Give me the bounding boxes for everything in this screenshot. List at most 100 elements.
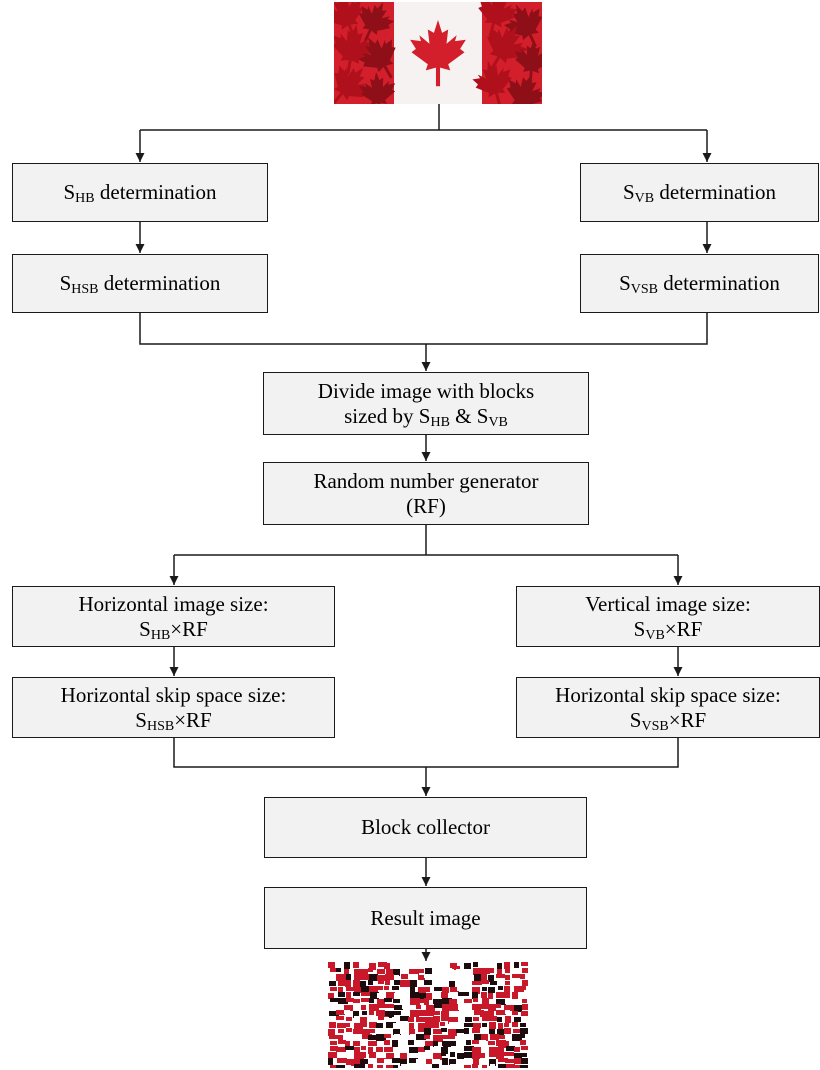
scrambled-block: [466, 975, 476, 979]
scrambled-block: [432, 962, 442, 967]
input-flag-image: [334, 2, 542, 104]
scrambled-block: [329, 981, 336, 986]
scrambled-block: [416, 1017, 425, 1022]
shb-label: SHB determination: [63, 180, 217, 206]
scrambled-block: [433, 999, 443, 1004]
scrambled-block: [328, 993, 334, 999]
scrambled-block: [457, 962, 465, 966]
svb-determination-box: SVB determination: [580, 163, 819, 222]
scrambled-block: [330, 1004, 339, 1009]
scrambled-block: [433, 1022, 439, 1028]
scrambled-block: [409, 1029, 415, 1036]
scrambled-block: [425, 962, 435, 967]
scrambled-block: [449, 999, 457, 1006]
scrambled-block: [481, 992, 487, 998]
scrambled-block: [368, 1029, 375, 1033]
scrambled-block: [448, 1034, 455, 1039]
scrambled-block: [360, 1022, 367, 1027]
scrambled-block: [434, 1011, 440, 1015]
scrambled-block: [338, 1029, 344, 1033]
scrambled-block: [328, 962, 335, 968]
scrambled-block: [410, 1005, 417, 1009]
scrambled-block: [504, 986, 510, 992]
scrambled-block: [498, 1023, 503, 1030]
scrambled-block: [410, 1010, 419, 1017]
scrambled-block: [473, 1023, 481, 1030]
scrambled-block: [360, 981, 366, 988]
scrambled-block: [505, 968, 510, 973]
scrambled-block: [346, 1017, 352, 1021]
scrambled-block: [456, 1059, 464, 1066]
scrambled-block: [480, 1011, 489, 1017]
scrambled-block: [513, 1065, 521, 1068]
scrambled-block: [514, 1005, 522, 1012]
scrambled-block: [346, 1035, 352, 1042]
scrambled-block: [400, 980, 410, 987]
scrambled-block: [442, 1004, 449, 1011]
scrambled-block: [465, 1017, 472, 1022]
scrambled-block: [433, 968, 443, 974]
scrambled-block: [338, 1004, 347, 1010]
side-maple-leaf-icon: [358, 2, 395, 42]
scrambled-block: [449, 981, 455, 987]
scrambled-block: [522, 1004, 528, 1010]
scrambled-block: [418, 975, 425, 980]
scrambled-block: [434, 1004, 443, 1008]
scrambled-block: [400, 1053, 407, 1060]
scrambled-block: [440, 974, 448, 980]
side-maple-leaf-icon: [506, 73, 542, 104]
scrambled-block: [474, 1034, 483, 1040]
side-maple-leaf-icon: [472, 60, 512, 104]
scrambled-block: [506, 1064, 515, 1068]
scrambled-block: [378, 1041, 387, 1045]
scrambled-block: [490, 1034, 499, 1040]
scrambled-block: [457, 987, 467, 991]
scrambled-block: [472, 1052, 480, 1059]
scrambled-block: [441, 1052, 446, 1056]
scrambled-block: [328, 1052, 337, 1058]
scrambled-block: [512, 992, 518, 999]
scrambled-block: [512, 1041, 517, 1047]
scrambled-block: [496, 1004, 501, 1008]
scrambled-block: [416, 1059, 423, 1063]
scrambled-block: [481, 1040, 486, 1047]
result-image-box: Result image: [264, 887, 587, 949]
scrambled-block: [408, 974, 418, 979]
scrambled-block: [344, 1010, 350, 1014]
scrambled-block: [472, 1004, 481, 1010]
divide-line1: Divide image with blocks: [317, 378, 535, 403]
scrambled-block: [354, 1053, 364, 1060]
scrambled-block: [440, 1022, 445, 1026]
scrambled-block: [480, 1058, 488, 1062]
scrambled-block: [346, 987, 355, 991]
scrambled-block: [448, 1029, 457, 1036]
scrambled-block: [401, 1011, 409, 1018]
scrambled-block: [450, 1011, 458, 1017]
scrambled-block: [480, 968, 490, 974]
scrambled-block: [330, 1046, 338, 1051]
scrambled-block: [338, 1040, 346, 1044]
scrambled-block: [464, 1011, 473, 1015]
scrambled-block: [386, 969, 394, 974]
scrambled-block: [490, 981, 497, 985]
scrambled-block: [432, 1059, 440, 1064]
scrambled-block: [456, 1041, 461, 1046]
scrambled-block: [409, 1047, 419, 1053]
scrambled-block: [464, 1023, 473, 1027]
scrambled-block: [482, 998, 489, 1004]
scrambled-block: [330, 968, 337, 972]
scrambled-block: [514, 986, 524, 992]
scrambled-block: [345, 1023, 350, 1027]
scrambled-block: [409, 1058, 418, 1063]
scrambled-block: [473, 1058, 479, 1065]
scrambled-block: [496, 1040, 506, 1046]
scrambled-block: [472, 1040, 479, 1044]
scrambled-block: [482, 1023, 487, 1027]
scrambled-block: [506, 1046, 515, 1051]
scrambled-block: [337, 1053, 344, 1057]
result-image-label: Result image: [370, 905, 481, 930]
scrambled-block: [504, 962, 510, 969]
scrambled-block: [488, 975, 494, 982]
scrambled-block: [464, 992, 469, 996]
